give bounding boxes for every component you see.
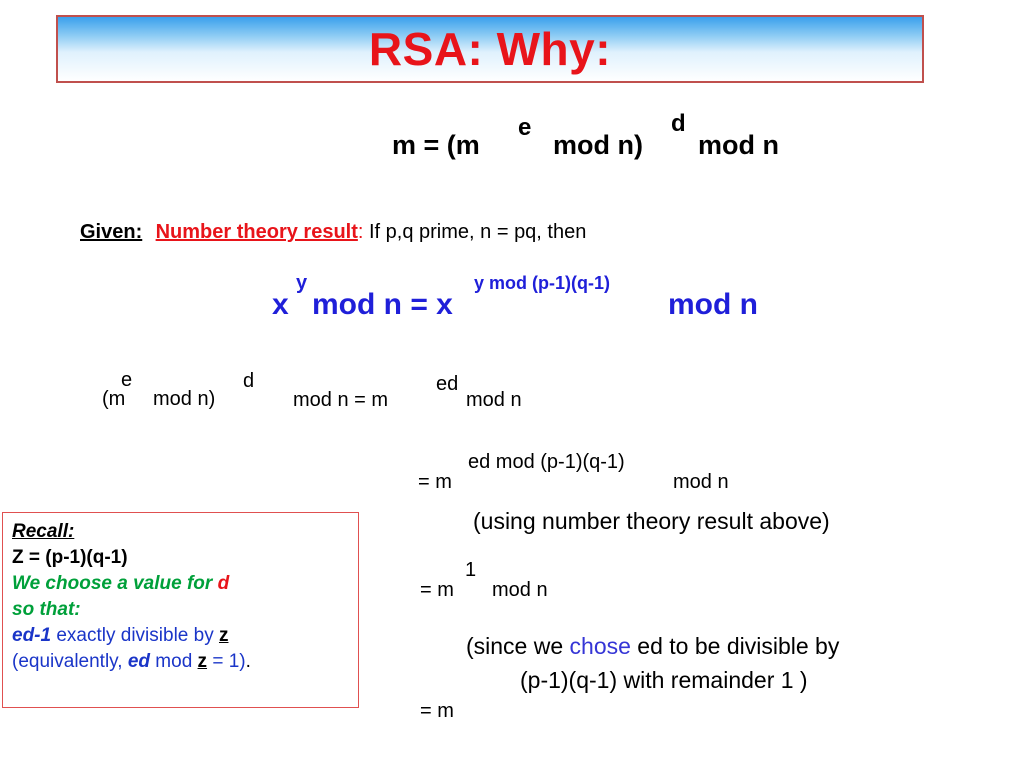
d1-sup-e: e xyxy=(121,369,133,391)
recall-so-that: so that: xyxy=(12,599,81,620)
d1-open: (m xyxy=(102,388,126,410)
recall-ed1: ed-1 xyxy=(12,625,52,646)
note-using-result: (using number theory result above) xyxy=(473,508,830,534)
given-label: Given: xyxy=(80,221,143,243)
given-rest: If p,q prime, n = pq, then xyxy=(363,221,587,243)
recall-d: d xyxy=(217,573,230,594)
note2-b: ed to be divisible by xyxy=(630,633,840,659)
d2-end: mod n xyxy=(673,471,729,493)
recall-box: Recall: Z = (p-1)(q-1) We choose a value… xyxy=(2,512,359,708)
d1-sup-ed: ed xyxy=(436,373,459,395)
d1-rhs: mod n = m xyxy=(293,389,389,411)
theorem-mid: mod n = x xyxy=(312,288,453,321)
slide-title: RSA: Why: xyxy=(368,23,612,75)
d3-end: mod n xyxy=(492,579,548,601)
d1-mid: mod n) xyxy=(153,388,216,410)
recall-equiv-a: (equivalently, xyxy=(12,651,128,672)
recall-period: . xyxy=(245,651,251,672)
eq-top-mid: mod n) xyxy=(553,130,643,160)
recall-equiv-b: = 1) xyxy=(207,651,246,672)
derivation-line-4: = m xyxy=(420,700,454,722)
d1-end: mod n xyxy=(466,389,522,411)
d2-sup: ed mod (p-1)(q-1) xyxy=(468,451,625,473)
given-line: Given: Number theory result: If p,q prim… xyxy=(80,221,586,244)
number-theory-label: Number theory result xyxy=(155,221,358,243)
note2-line2: (p-1)(q-1) with remainder 1 ) xyxy=(520,667,808,693)
recall-z-def: Z = (p-1)(q-1) xyxy=(12,547,128,568)
recall-ed2: ed xyxy=(127,651,151,672)
theorem-sup1: y xyxy=(296,272,308,294)
recall-z2: z xyxy=(197,651,208,672)
title-banner: RSA: Why: xyxy=(56,15,924,83)
recall-choose: We choose a value for xyxy=(12,573,218,594)
d1-sup-d: d xyxy=(243,370,255,392)
d3-sup: 1 xyxy=(465,559,477,581)
recall-mod: mod xyxy=(150,651,198,672)
note-since-chose: (since we chose ed to be divisible by xyxy=(466,633,839,660)
d2-lhs: = m xyxy=(418,471,452,493)
note2-chose: chose xyxy=(569,633,631,659)
recall-exactly: exactly divisible by xyxy=(51,625,219,646)
eq-top-rhs: mod n xyxy=(698,130,779,160)
theorem-x1: x xyxy=(272,288,289,321)
note2-a: (since we xyxy=(466,633,570,659)
recall-z1: z xyxy=(218,625,229,646)
eq-top-lhs: m = (m xyxy=(392,130,480,160)
recall-title: Recall: xyxy=(12,521,75,542)
d3-lhs: = m xyxy=(420,579,454,601)
theorem-sup2: y mod (p-1)(q-1) xyxy=(474,273,610,293)
theorem-end: mod n xyxy=(668,288,758,321)
given-colon: : xyxy=(357,221,364,243)
eq-top-sup-e: e xyxy=(518,114,532,141)
eq-top-sup-d: d xyxy=(671,110,686,137)
